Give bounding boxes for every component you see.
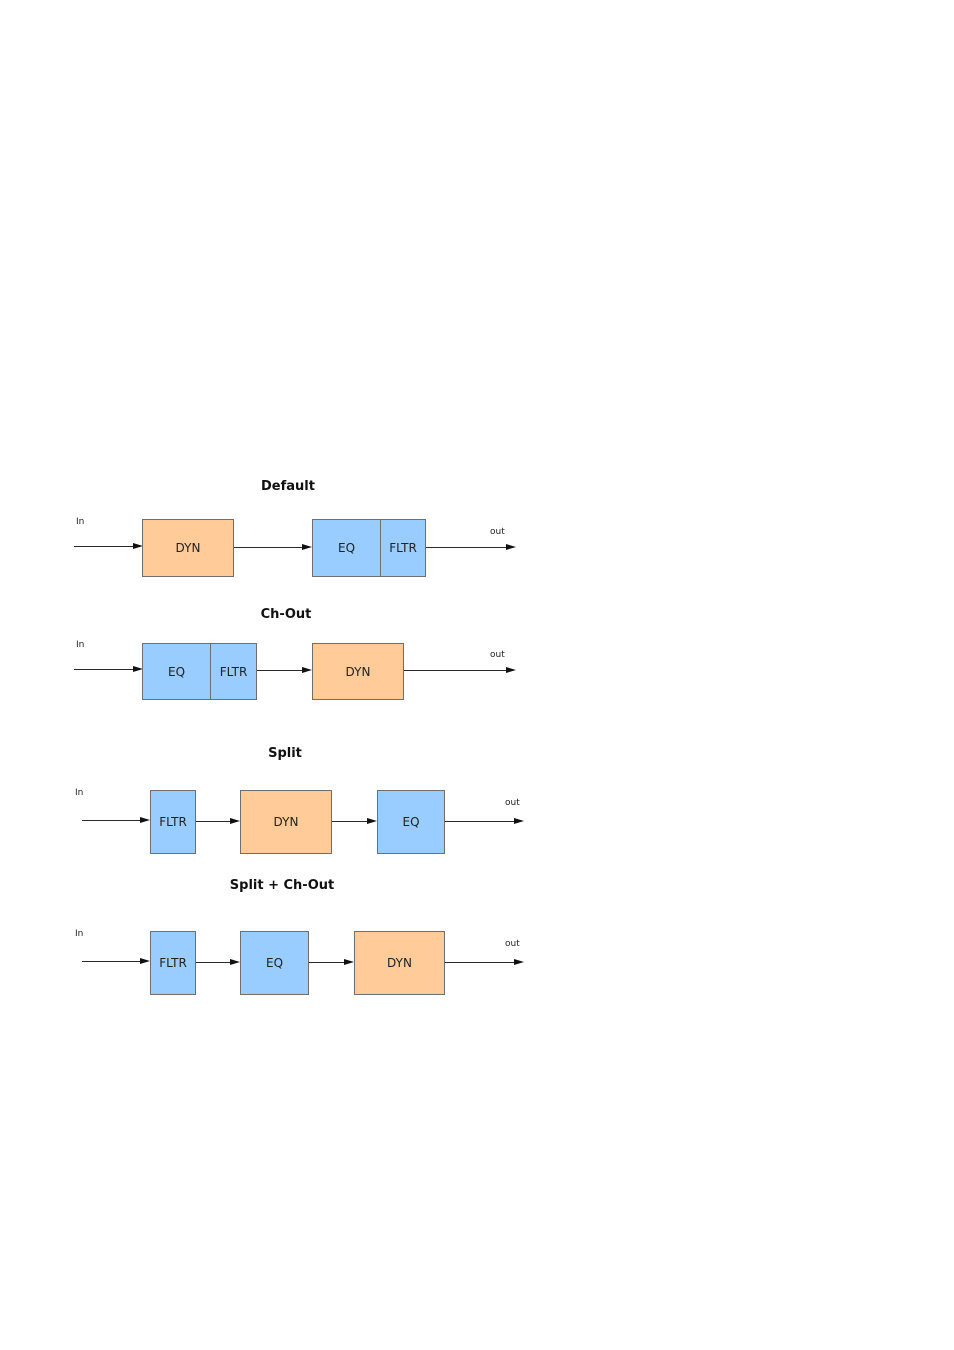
arrow-head [140, 817, 150, 823]
output-label: out [505, 939, 520, 949]
block-fltr: FLTR [210, 643, 257, 700]
block-dyn: DYN [312, 643, 404, 700]
diagram-title-split: Split [268, 746, 302, 761]
connector-line [234, 547, 306, 548]
block-fltr: FLTR [150, 931, 196, 995]
output-label: out [505, 798, 520, 808]
input-label: In [75, 929, 84, 939]
input-label: In [76, 517, 85, 527]
output-label: out [490, 527, 505, 537]
connector-line [257, 670, 305, 671]
arrow-head [344, 959, 354, 965]
arrow-head [506, 667, 516, 673]
arrow-head [133, 666, 143, 672]
block-eq: EQ [377, 790, 445, 854]
block-eq: EQ [142, 643, 211, 700]
input-line [74, 546, 136, 547]
output-line [426, 547, 508, 548]
arrow-head [302, 667, 312, 673]
input-line [74, 669, 136, 670]
connector-line [332, 821, 370, 822]
arrow-head [140, 958, 150, 964]
block-dyn: DYN [240, 790, 332, 854]
block-fltr: FLTR [380, 519, 426, 577]
output-line [404, 670, 508, 671]
arrow-head [302, 544, 312, 550]
output-line [445, 821, 516, 822]
block-eq: EQ [240, 931, 309, 995]
block-fltr: FLTR [150, 790, 196, 854]
diagram-title-ch-out: Ch-Out [260, 607, 312, 622]
arrow-head [133, 543, 143, 549]
arrow-head [506, 544, 516, 550]
output-line [445, 962, 516, 963]
output-label: out [490, 650, 505, 660]
arrow-head [514, 959, 524, 965]
arrow-head [514, 818, 524, 824]
input-label: In [76, 640, 85, 650]
input-line [82, 820, 144, 821]
arrow-head [230, 818, 240, 824]
connector-line [309, 962, 347, 963]
block-eq: EQ [312, 519, 381, 577]
input-line [82, 961, 144, 962]
connector-line [196, 962, 234, 963]
diagram-title-default: Default [261, 479, 315, 494]
input-label: In [75, 788, 84, 798]
block-dyn: DYN [354, 931, 445, 995]
diagram-title-split-ch-out: Split + Ch-Out [229, 878, 335, 893]
arrow-head [230, 959, 240, 965]
block-dyn: DYN [142, 519, 234, 577]
arrow-head [367, 818, 377, 824]
connector-line [196, 821, 234, 822]
